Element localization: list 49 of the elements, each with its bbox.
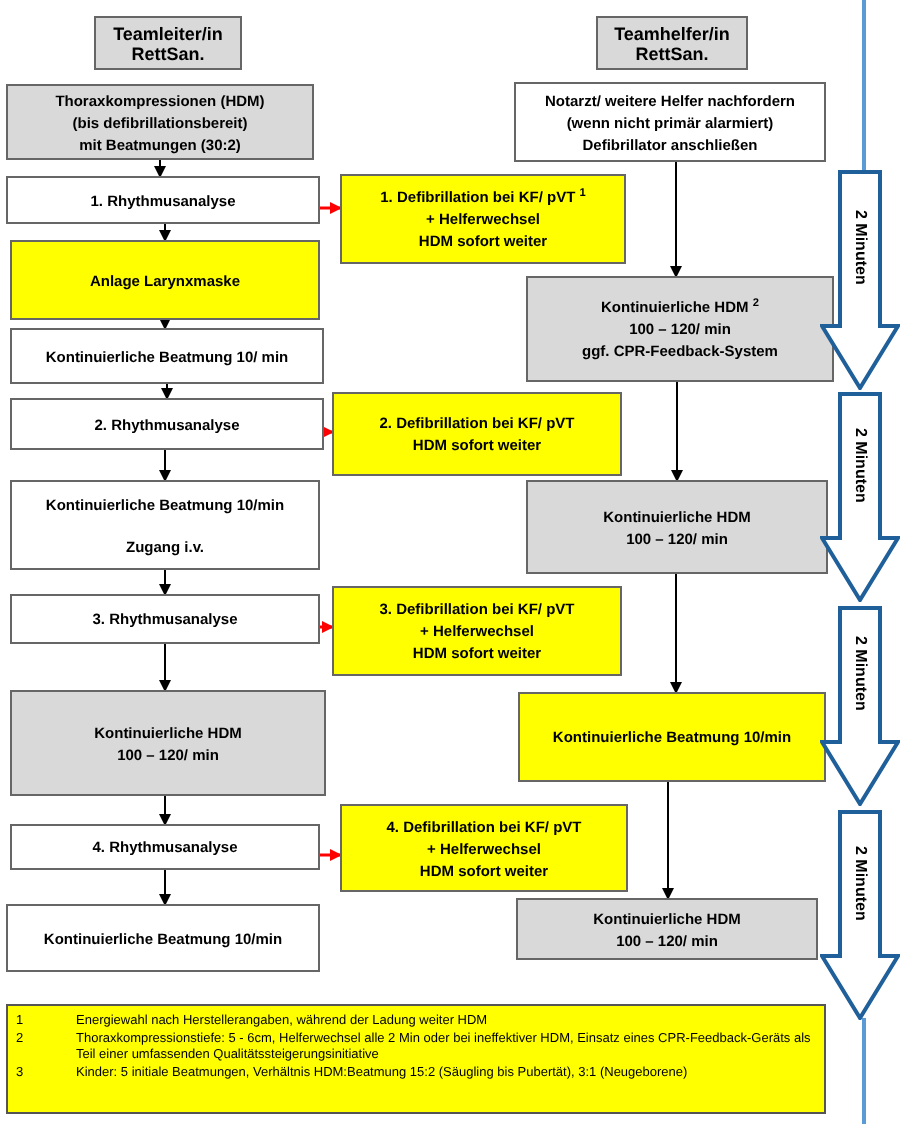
process-box	[6, 84, 314, 160]
arrow	[670, 573, 682, 694]
process-box	[10, 690, 326, 796]
arrow	[159, 643, 171, 692]
arrow	[159, 223, 171, 242]
process-box	[516, 898, 818, 960]
arrow	[662, 781, 674, 900]
duration-label: 2 Minuten	[850, 210, 872, 286]
defibrillation-box	[332, 392, 622, 476]
arrow	[320, 849, 342, 861]
defibrillation-box	[340, 174, 626, 264]
process-box	[10, 594, 320, 644]
defibrillation-box	[10, 240, 320, 320]
process-box	[526, 276, 834, 382]
arrow	[320, 202, 342, 214]
arrow	[320, 621, 334, 633]
process-box	[526, 480, 828, 574]
duration-label: 2 Minuten	[850, 427, 872, 503]
time-interval-marker	[820, 392, 900, 602]
box-text: Teamhelfer/in RettSan.	[612, 23, 732, 63]
arrow	[159, 569, 171, 596]
arrow	[154, 159, 166, 178]
process-box	[514, 82, 826, 162]
arrow	[159, 449, 171, 482]
defibrillation-box	[340, 804, 628, 892]
duration-label: 2 Minuten	[850, 636, 872, 712]
role-header	[94, 16, 242, 70]
arrow	[159, 318, 171, 330]
arrow	[671, 381, 683, 482]
role-header	[596, 16, 748, 70]
time-interval-marker	[820, 606, 900, 806]
defibrillation-box	[332, 586, 622, 676]
process-box	[10, 328, 324, 384]
process-box	[6, 176, 320, 224]
time-interval-marker	[820, 170, 900, 390]
time-interval-marker	[820, 810, 900, 1020]
arrow	[159, 795, 171, 826]
process-box	[10, 480, 320, 570]
process-box	[6, 904, 320, 972]
footnote-box	[6, 1004, 826, 1114]
arrow	[159, 869, 171, 906]
process-box	[10, 824, 320, 870]
box-text: Teamleiter/in RettSan.	[111, 23, 225, 63]
defibrillation-box	[518, 692, 826, 782]
arrow	[670, 161, 682, 278]
arrow	[322, 426, 334, 438]
process-box	[10, 398, 324, 450]
duration-label: 2 Minuten	[850, 845, 872, 921]
arrow	[161, 383, 173, 400]
